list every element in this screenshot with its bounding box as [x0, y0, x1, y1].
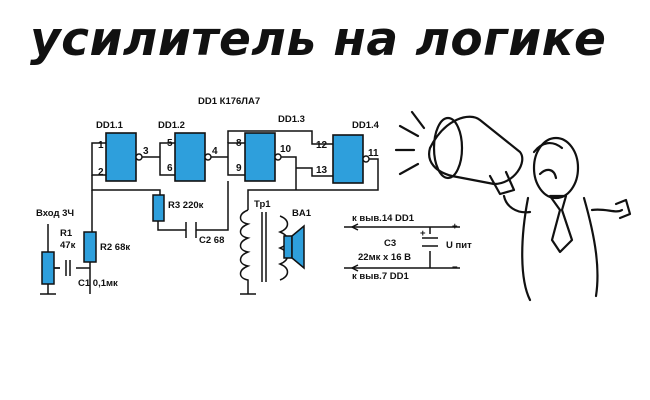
r1-label: R1: [60, 228, 73, 239]
transformer-primary: [239, 209, 256, 295]
supply-label: U пит: [446, 240, 472, 251]
wire-dd1-1-inputs: [91, 142, 106, 176]
pin-number: 10: [280, 144, 292, 155]
pin7-label: к выв.7 DD1: [352, 271, 409, 282]
capacitor-c1: [65, 260, 71, 276]
wire-dd1-3-pin8-to-dd1-4: [227, 130, 333, 145]
pin-number: 4: [212, 146, 218, 157]
wire-dd1-1-to-dd1-2: [142, 142, 175, 176]
speaker-cone: [291, 224, 305, 270]
wire-c2: [157, 181, 229, 231]
wire-bias: [91, 175, 161, 198]
c3-plus: +: [420, 228, 426, 239]
minus-sign: −: [452, 262, 458, 273]
c3-value: 22мк x 16 В: [358, 252, 411, 263]
c1-label: C1 0,1мк: [78, 278, 118, 289]
ba1-label: BA1: [292, 208, 312, 219]
transformer-core: [261, 212, 267, 282]
wire-r1: [40, 224, 56, 295]
r3-label: R3 220к: [168, 200, 204, 211]
pin-number: 9: [236, 163, 242, 174]
pin-number: 11: [368, 148, 379, 159]
pin-number: 13: [316, 165, 328, 176]
wire-dd1-3-output: [281, 156, 333, 190]
gate-dd1-1: [105, 132, 137, 182]
capacitor-c3: [422, 237, 438, 247]
cartoon-man-icon: [502, 136, 632, 302]
tr1-label: Тр1: [254, 199, 271, 210]
pin-number: 3: [143, 146, 149, 157]
supply-arrows: [351, 223, 359, 272]
c3-label: C3: [384, 238, 396, 249]
gate-label-dd1-2: DD1.2: [158, 120, 185, 131]
gate-dd1-2: [174, 132, 206, 182]
c2-label: C2 68: [199, 235, 224, 246]
transformer-secondary: [277, 215, 289, 281]
wire-dd1-2-to-dd1-3: [211, 142, 245, 176]
r1-value: 47к: [60, 240, 76, 251]
gate-label-dd1-4: DD1.4: [352, 120, 380, 131]
wire-supply: [344, 226, 460, 269]
pin14-label: к выв.14 DD1: [352, 213, 415, 224]
gate-label-dd1-3: DD1.3: [278, 114, 305, 125]
r2-label: R2 68к: [100, 242, 130, 253]
page-title: усилитель на логике: [30, 12, 607, 67]
pin-number: 12: [316, 140, 328, 151]
megaphone-icon: [394, 110, 524, 196]
pin-number: 2: [98, 167, 104, 178]
input-label: Вход 3Ч: [36, 208, 74, 219]
gate-label-dd1-1: DD1.1: [96, 120, 124, 131]
capacitor-c2: [185, 222, 197, 238]
pin-number: 1: [98, 140, 104, 151]
chip-label: DD1 К176ЛА7: [198, 96, 260, 107]
wire-dd1-4-output: [247, 158, 379, 210]
pin-number: 6: [167, 163, 173, 174]
